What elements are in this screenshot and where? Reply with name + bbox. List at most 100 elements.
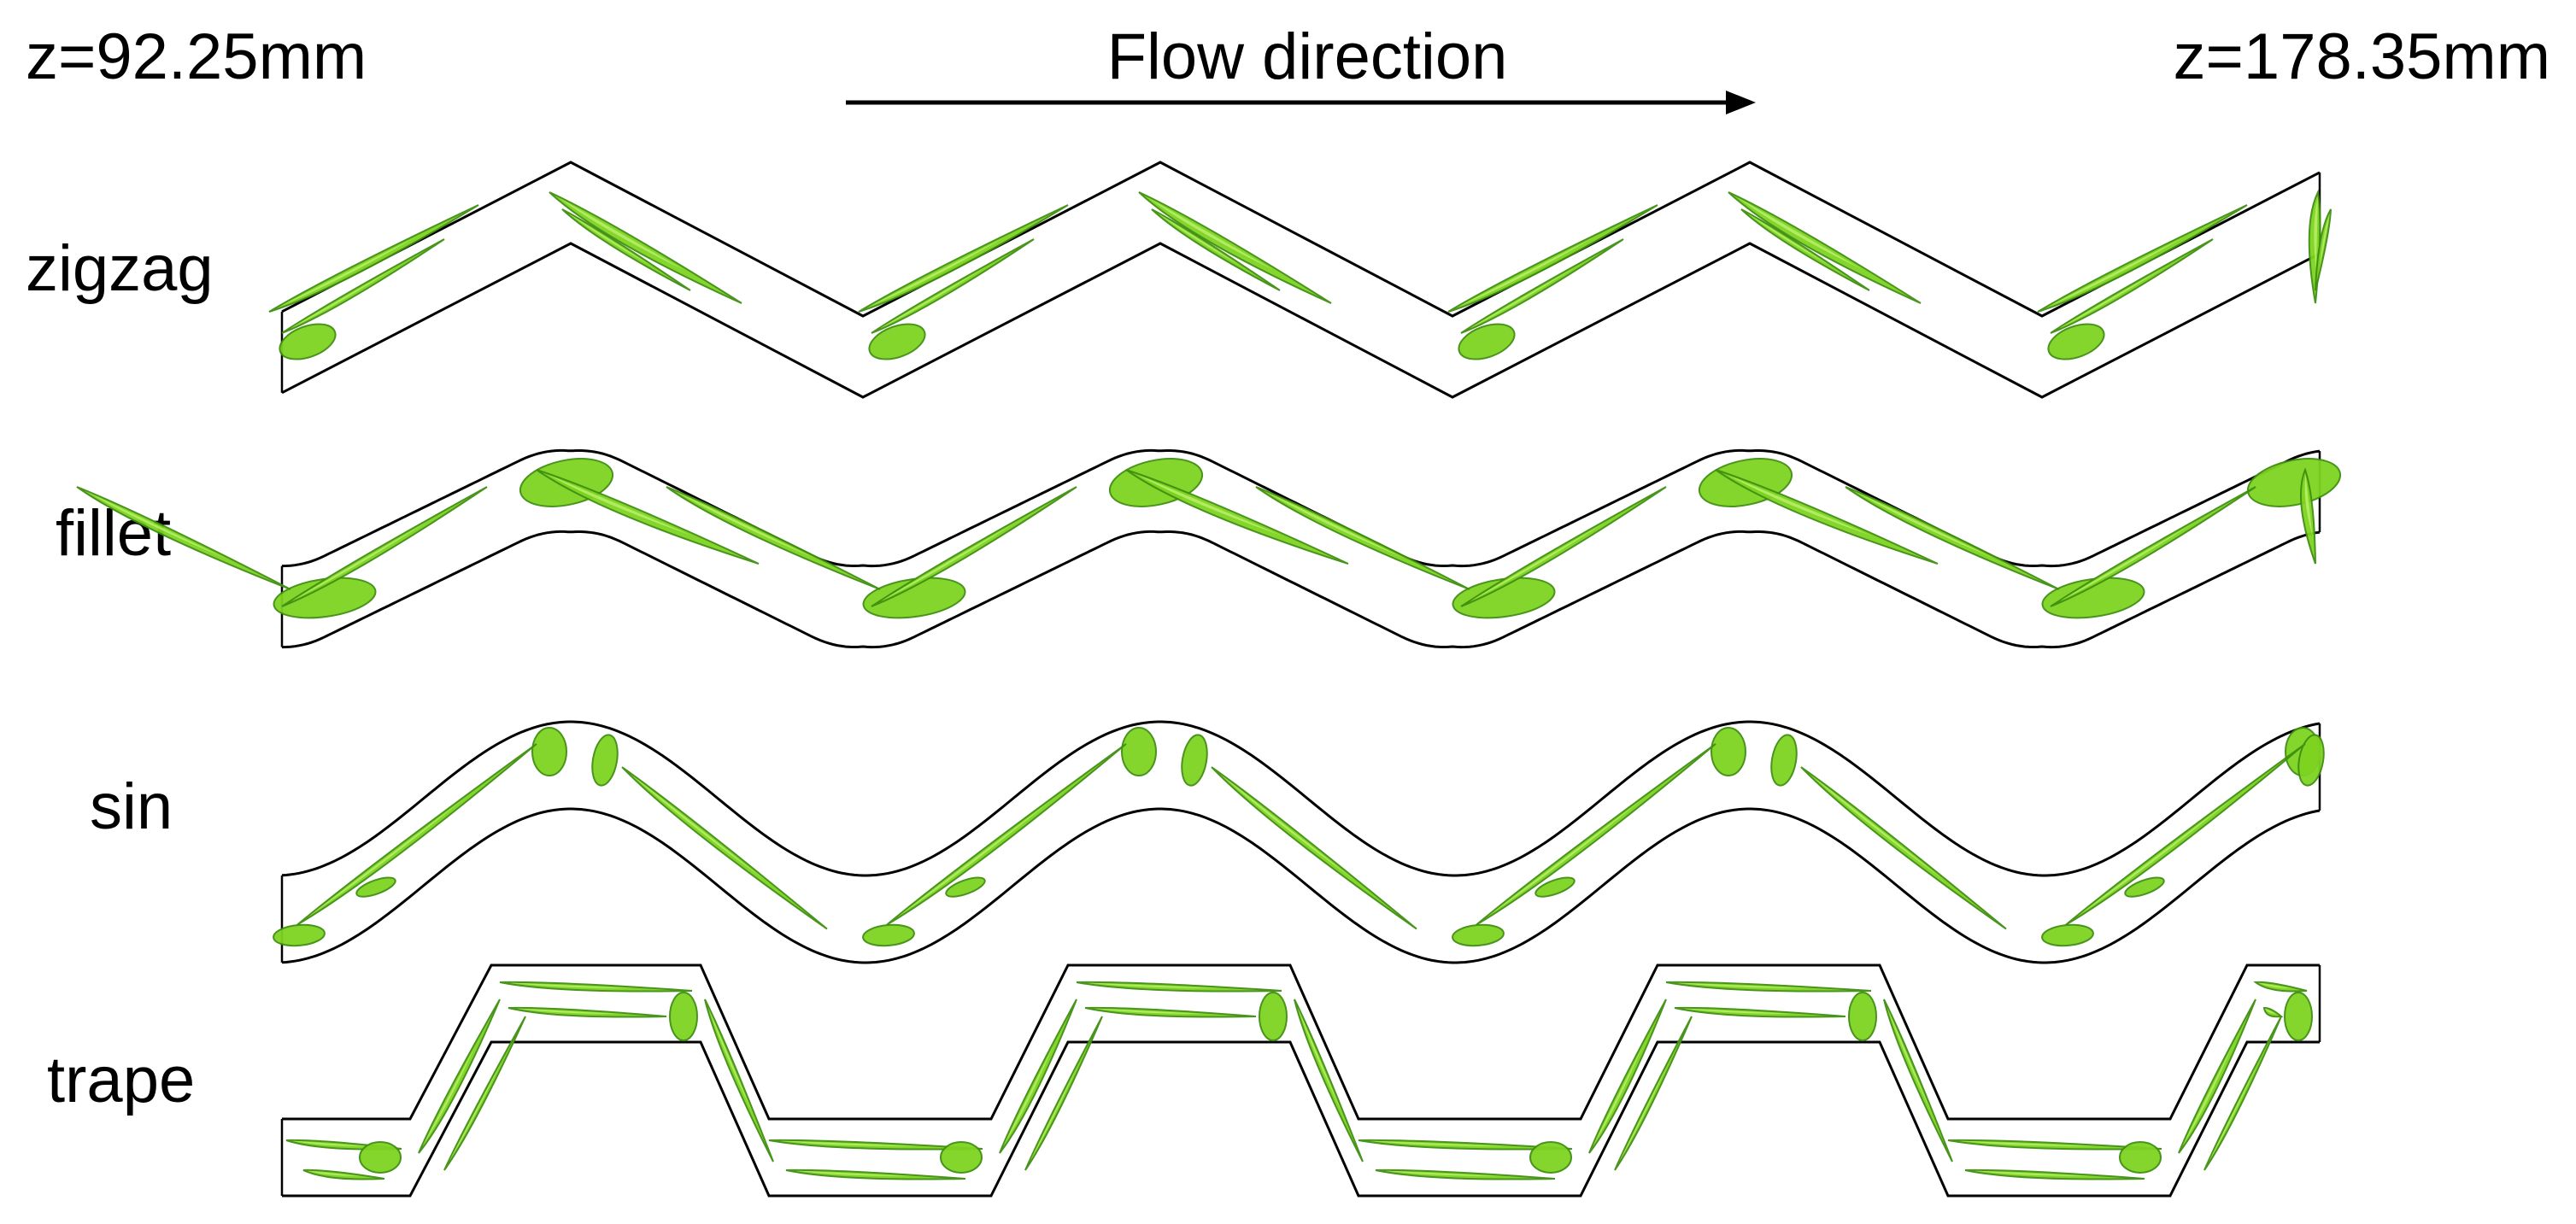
sin-vortex-valley-2 <box>1452 923 1505 947</box>
zigzag-vortex-corner-2 <box>1458 323 1516 360</box>
sin-vortex-valley-b-3 <box>2124 876 2165 898</box>
sin-upper-wall <box>281 720 2321 877</box>
sin-vortex-fall-1-highlight <box>1222 775 1355 881</box>
trape-vortex-top-corner-3 <box>2284 992 2313 1041</box>
trape-vortex-slope-1-highlight <box>1003 1045 1053 1145</box>
fillet-lower-wall <box>281 530 2321 649</box>
fillet-vortex-down-1-highlight <box>677 492 816 559</box>
zigzag-vortex-corner-0 <box>279 323 337 360</box>
trape-vortex-bot-corner-0 <box>359 1141 402 1174</box>
fillet-vortex-valley-3 <box>2041 577 2145 619</box>
sin-vortex-valley-3 <box>2041 923 2094 947</box>
sin-vortex-rise-3-highlight <box>2078 798 2233 917</box>
sin-vortex-peak-b-3 <box>2297 734 2325 787</box>
trape-vortex-top-b-2-highlight <box>1683 1008 1794 1014</box>
zigzag-vortex-peak-b-2-highlight <box>1747 213 1831 266</box>
sin-vortex-peak-a-1 <box>1121 727 1157 776</box>
zigzag-vortex-valley-b-3-highlight <box>2058 267 2164 329</box>
trape-vortex-slope-b-3-highlight <box>2208 1063 2258 1163</box>
zigzag-vortex-peak-b-0-highlight <box>568 213 652 266</box>
trape-vortex-dslope-0-highlight <box>708 1007 753 1113</box>
sin-vortex-rise-2-highlight <box>1488 798 1644 917</box>
fillet-vortex-peak-streak-2-highlight <box>1727 474 1871 536</box>
zigzag-vortex-peak-b-1-highlight <box>1158 213 1241 266</box>
fillet-vortex-valley-0 <box>273 577 377 619</box>
trape-vortex-top-corner-1 <box>1259 992 1288 1041</box>
fillet-vortex-up-1-highlight <box>882 523 1015 600</box>
trape-vortex-bot-b-3-highlight <box>1974 1170 2091 1176</box>
zigzag-vortex-valley-3-highlight <box>2048 237 2185 307</box>
sin-vortex-fall-0-highlight <box>632 775 766 881</box>
fillet-vortex-peak-3 <box>2246 458 2342 507</box>
trape-vortex-top-b-3-highlight <box>2265 1008 2276 1014</box>
trape-vortex-bot-a-1-highlight <box>779 1140 918 1146</box>
z-end-label: z=178.35mm <box>2174 20 2550 93</box>
zigzag-vortex-peak-b-3-highlight <box>2320 213 2331 266</box>
sin-vortex-fall-2-highlight <box>1811 775 1945 881</box>
zigzag-lower-wall <box>281 242 2321 399</box>
fillet-vortex-up-3-highlight <box>2061 523 2194 600</box>
trape-vortex-top-corner-0 <box>669 992 698 1041</box>
trape-vortex-bot-b-0-highlight <box>307 1170 361 1176</box>
row-label-zigzag: zigzag <box>26 232 214 305</box>
fillet-vortex-up-0-highlight <box>292 523 425 600</box>
trape-vortex-top-a-3-highlight <box>2258 982 2291 988</box>
zigzag-vortex-peak-3-highlight <box>2314 197 2318 270</box>
trape-vortex-slope-b-1-highlight <box>1029 1063 1079 1163</box>
sin-vortex-rise-0-highlight <box>309 798 465 917</box>
sin-vortex-peak-b-1 <box>1181 734 1208 787</box>
zigzag-vortex-valley-b-2-highlight <box>1469 267 1575 329</box>
zigzag-vortex-peak-0-highlight <box>559 197 684 270</box>
sin-vortex-peak-b-2 <box>1770 734 1798 787</box>
fillet-vortex-down-3-highlight <box>1856 492 1995 559</box>
z-start-label: z=92.25mm <box>26 20 367 93</box>
zigzag-vortex-valley-0-highlight <box>279 237 416 307</box>
trape-vortex-top-corner-2 <box>1848 992 1877 1041</box>
zigzag-vortex-corner-1 <box>868 323 926 360</box>
trape-vortex-slope-3-highlight <box>2182 1045 2233 1145</box>
channel-zigzag <box>268 161 2332 399</box>
trape-vortex-bot-corner-2 <box>1529 1141 1572 1174</box>
row-label-trape: trape <box>47 1044 195 1116</box>
trape-lower-wall <box>282 1040 2320 1198</box>
trape-vortex-slope-b-0-highlight <box>448 1063 502 1163</box>
trape-vortex-dslope-1-highlight <box>1298 1007 1342 1113</box>
zigzag-vortex-valley-1-highlight <box>869 237 1006 307</box>
trape-vortex-bot-corner-1 <box>940 1141 983 1174</box>
fillet-vortex-valley-1 <box>862 577 966 619</box>
fillet-vortex-up-2-highlight <box>1471 523 1605 600</box>
sin-vortex-valley-b-0 <box>355 876 396 898</box>
trape-upper-wall <box>282 963 2320 1121</box>
zigzag-vortex-peak-2-highlight <box>1738 197 1863 270</box>
trape-vortex-slope-2-highlight <box>1593 1045 1643 1145</box>
trape-vortex-top-a-0-highlight <box>509 982 635 988</box>
sin-vortex-peak-a-2 <box>1710 727 1746 776</box>
sin-vortex-valley-b-1 <box>945 876 986 898</box>
zigzag-vortex-corner-3 <box>2047 323 2105 360</box>
trape-vortex-top-b-0-highlight <box>516 1008 619 1014</box>
zigzag-vortex-valley-b-1-highlight <box>879 267 985 329</box>
zigzag-vortex-valley-b-0-highlight <box>290 267 396 329</box>
sin-vortex-valley-0 <box>273 923 326 947</box>
zigzag-upper-wall <box>281 161 2321 318</box>
zigzag-vortex-valley-2-highlight <box>1458 237 1595 307</box>
fillet-vortex-peak-streak-3-highlight <box>2304 474 2313 536</box>
channel-sin <box>273 720 2325 964</box>
trape-vortex-slope-b-2-highlight <box>1618 1063 1669 1163</box>
sin-lower-wall <box>281 807 2321 964</box>
fillet-vortex-peak-streak-1-highlight <box>1137 474 1282 536</box>
trape-vortex-bot-b-2-highlight <box>1384 1170 1501 1176</box>
trape-vortex-bot-a-3-highlight <box>1958 1140 2098 1146</box>
channel-fillet <box>76 448 2342 649</box>
sin-vortex-peak-b-0 <box>591 734 619 787</box>
fillet-vortex-down-0-highlight <box>87 492 226 559</box>
sin-vortex-peak-a-0 <box>531 727 567 776</box>
trape-vortex-bot-corner-3 <box>2119 1141 2162 1174</box>
trape-vortex-slope-0-highlight <box>422 1045 476 1145</box>
trape-vortex-bot-b-1-highlight <box>795 1170 912 1176</box>
trape-vortex-dslope-2-highlight <box>1887 1007 1932 1113</box>
trape-vortex-top-a-2-highlight <box>1676 982 1810 988</box>
zigzag-vortex-peak-1-highlight <box>1148 197 1274 270</box>
trape-vortex-bot-a-2-highlight <box>1369 1140 1508 1146</box>
